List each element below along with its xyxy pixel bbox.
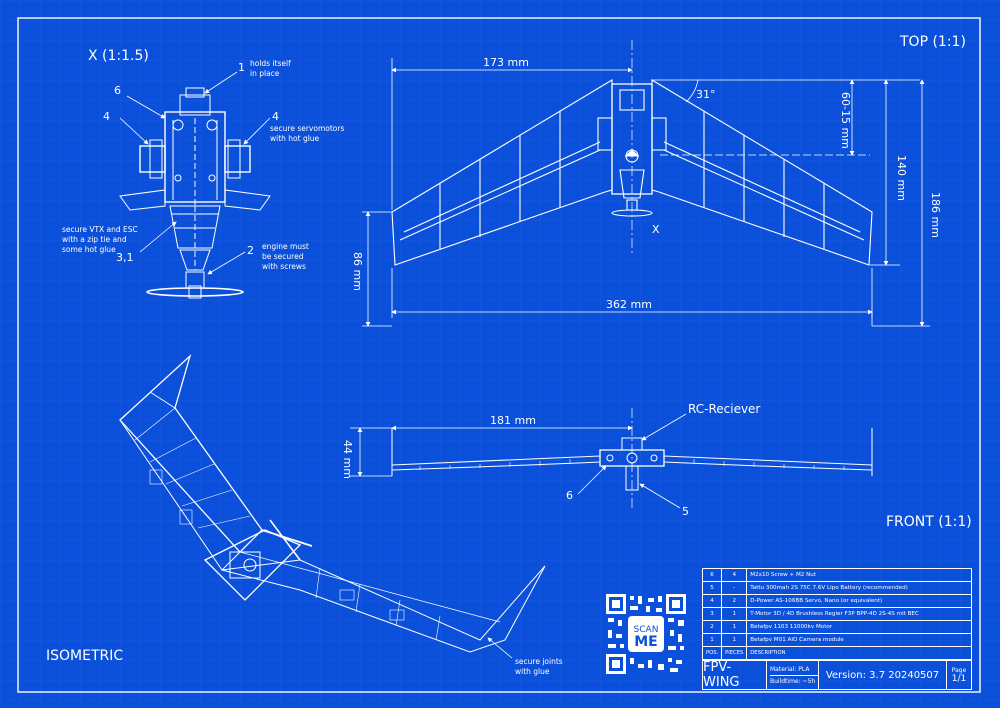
callout-2-line3: with screws [262,262,306,271]
callout-31-line1: secure VTX and ESC [62,225,138,234]
part-position: 4 [701,594,723,608]
front-callout-6: 6 [566,489,573,502]
sheet-border [17,17,981,693]
part-pieces: 1 [721,633,748,647]
part-description: Betafpv 1103 11000kv Motor [746,620,972,634]
page-cell: Page 1/1 [947,661,971,689]
dim-sweep-offset: 60-15 mm [839,92,852,149]
part-description: D-Power AS-106BB Servo, Nano (or equival… [746,594,972,608]
isometric-view-title: ISOMETRIC [46,648,123,664]
part-position: 2 [701,620,723,634]
part-description: Tattu 300mah 2S 75C 7.6V Lipo Battery (r… [746,581,972,595]
callout-31-line3: some hot glue [62,245,116,254]
title-block: FPV-WING Material: PLA Buildtime: ~5h Ve… [702,660,972,690]
callout-4b-line1: secure servomotors [270,124,344,133]
dim-sweep-angle: 31° [696,88,716,101]
callout-4b-number: 4 [272,110,279,123]
part-description: M2x10 Screw + M2 Nut [746,568,972,582]
callout-31-number: 3,1 [116,251,134,264]
part-position: 3 [701,607,723,621]
buildtime-text: Buildtime: ~5h [770,677,816,685]
dim-tip-chord: 86 mm [351,252,364,291]
page-number: 1/1 [951,673,967,684]
part-pieces: 4 [721,568,748,582]
iso-note-line2: with glue [515,667,550,676]
detail-view-title: X (1:1.5) [88,48,149,64]
front-view-dimensions [350,413,687,509]
callout-1-line2: in place [250,69,280,78]
parts-row: 5-Tattu 300mah 2S 75C 7.6V Lipo Battery … [701,581,972,595]
part-position: 1 [701,633,723,647]
callout-1-line1: holds itself [250,59,291,68]
detail-marker-x: X [652,223,660,236]
qr-code[interactable]: SCAN ME [606,594,686,674]
dim-half-span: 173 mm [483,56,529,69]
header-pieces: PIECES [721,646,748,660]
version-text: Version: 3.7 20240507 [819,661,947,689]
detail-leaders [119,71,271,275]
rc-receiver-label: RC-Reciever [688,402,760,416]
material-text: Material: PLA [770,664,818,676]
drawing-name: FPV-WING [703,660,767,690]
part-position: 5 [701,581,723,595]
callout-1-number: 1 [238,61,245,74]
callout-2-line1: engine must [262,242,309,251]
part-pieces: 1 [721,607,748,621]
iso-note-line1: secure joints [515,657,563,666]
front-view-title: FRONT (1:1) [886,514,972,530]
callout-4a-number: 4 [103,110,110,123]
top-view-dimensions [362,58,930,327]
dim-total-length: 186 mm [929,192,942,238]
top-view-title: TOP (1:1) [899,34,966,50]
front-callout-5: 5 [682,505,689,518]
dim-root-length: 140 mm [895,155,908,201]
qr-scan-text: SCAN [634,625,659,635]
part-description: Betafpv M01 AIO Camera module [746,633,972,647]
part-pieces: 2 [721,594,748,608]
page-label: Page [951,666,967,674]
dim-span: 362 mm [606,298,652,311]
callout-31-line2: with a zip tie and [62,235,127,244]
material-cell: Material: PLA Buildtime: ~5h [767,661,819,689]
part-description: T-Motor 3D / 4D Brushless Regler F3P BPP… [746,607,972,621]
callout-4b-line2: with hot glue [270,134,320,143]
header-pos: POS. [701,646,723,660]
dim-front-half-span: 181 mm [490,414,536,427]
callout-2-number: 2 [247,244,254,257]
isometric-view-wing [119,353,546,653]
dim-front-height: 44 mm [341,440,354,479]
header-description: DESCRIPTION [746,646,972,660]
part-position: 6 [701,568,723,582]
part-pieces: 1 [721,620,748,634]
callout-6-number: 6 [114,84,121,97]
part-pieces: - [721,581,748,595]
detail-view-x [119,87,271,299]
qr-me-text: ME [634,634,658,650]
callout-2-line2: be secured [262,252,304,261]
top-view-wing [391,40,873,266]
front-view-wing [391,408,873,508]
